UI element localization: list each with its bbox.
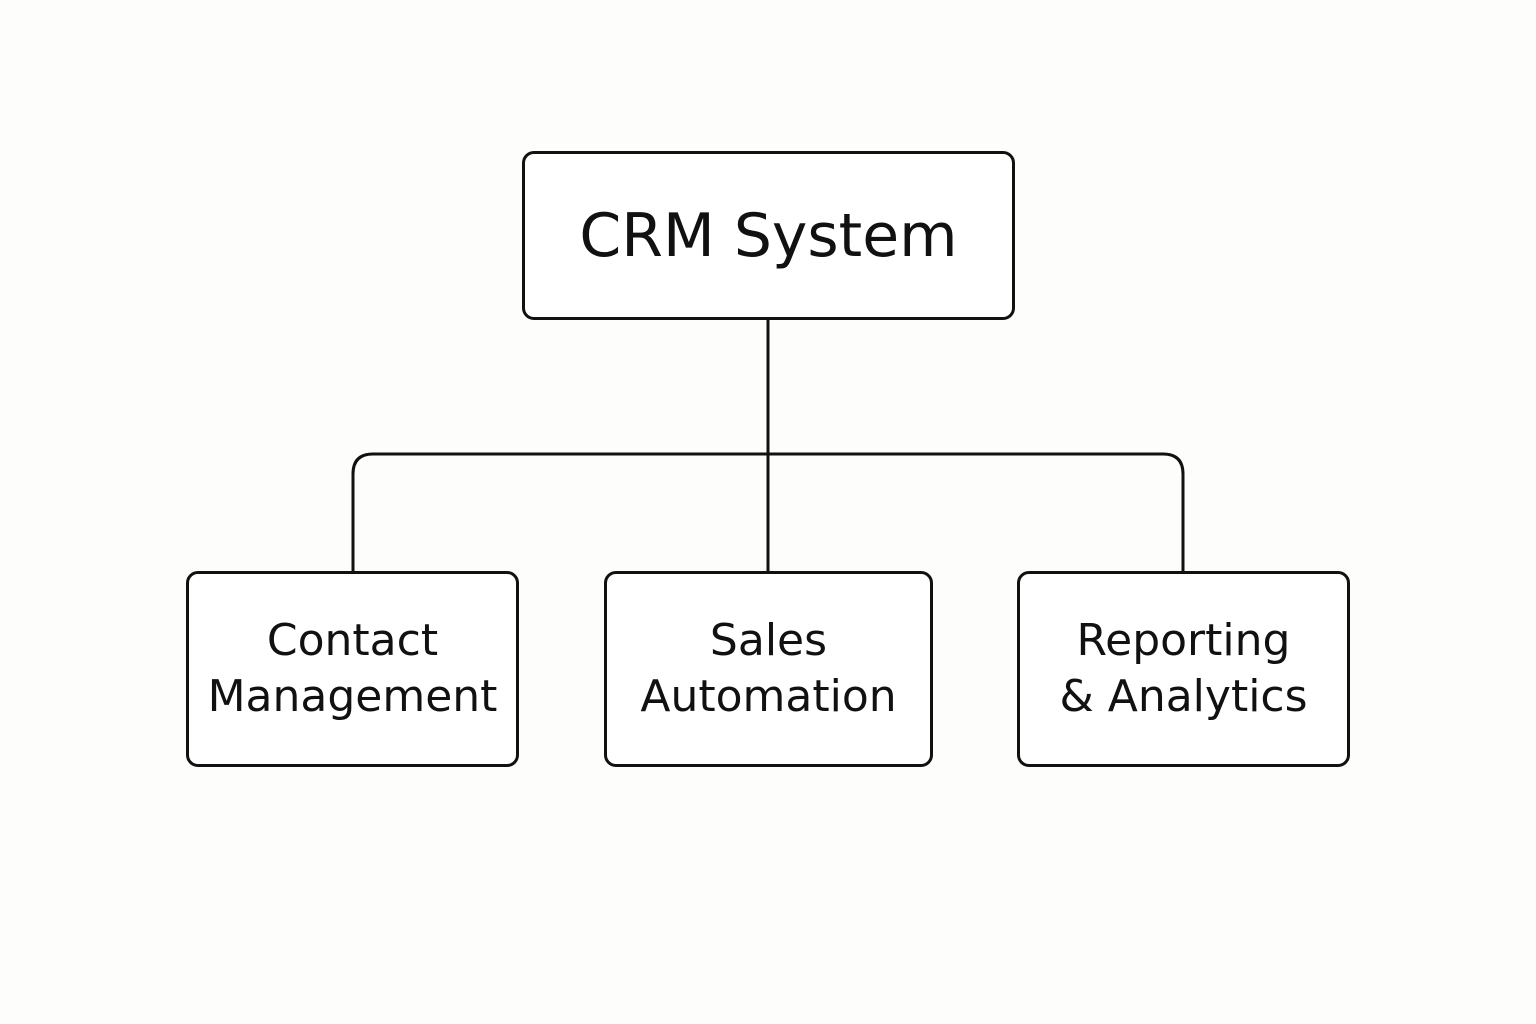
node-label-crm-system: CRM System	[579, 200, 958, 271]
node-contact-management: Contact Management	[186, 571, 519, 767]
node-reporting-analytics: Reporting & Analytics	[1017, 571, 1350, 767]
node-label-contact-management: Contact Management	[207, 614, 498, 722]
node-label-reporting-analytics: Reporting & Analytics	[1059, 614, 1308, 722]
connector-bus-left	[351, 452, 768, 571]
node-crm-system: CRM System	[522, 151, 1015, 320]
connector-bus-right	[768, 452, 1185, 571]
node-sales-automation: Sales Automation	[604, 571, 933, 767]
node-label-sales-automation: Sales Automation	[640, 614, 897, 722]
